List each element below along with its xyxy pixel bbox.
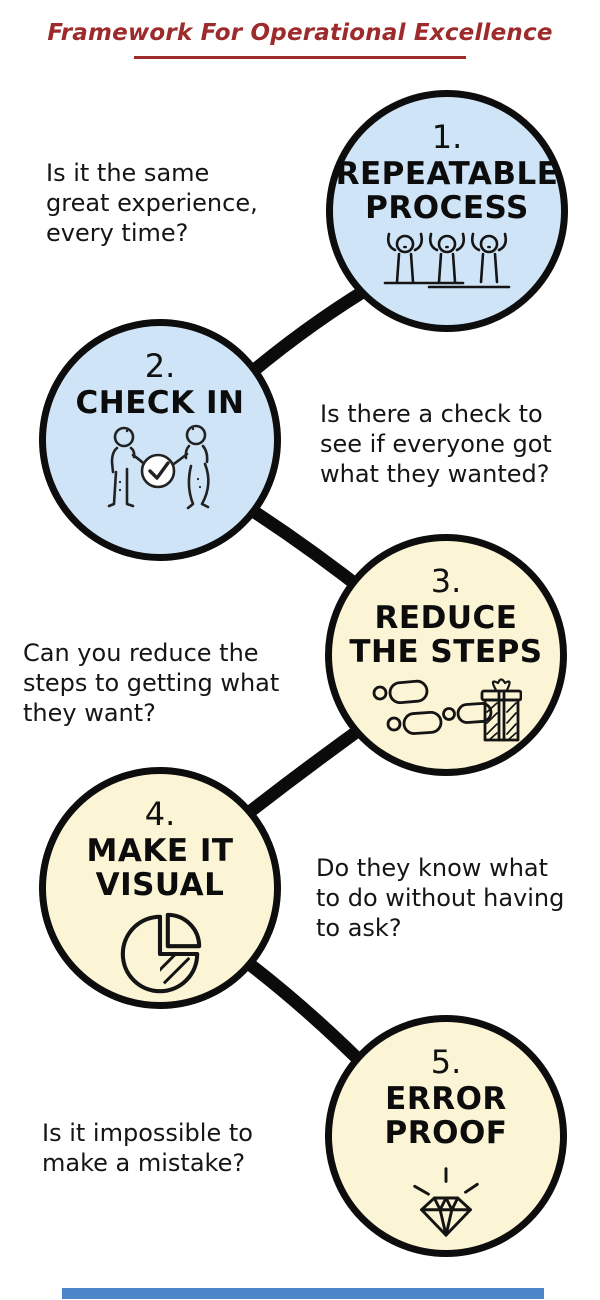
step-number: 4. (144, 795, 176, 833)
step-circle-4-make-it-visual: 4. MAKE IT VISUAL (39, 767, 281, 1009)
question-text-5: Is it impossible to make a mistake? (42, 1119, 253, 1178)
footsteps-gift-icon (370, 676, 522, 746)
step-number: 3. (430, 562, 462, 600)
step-label: REDUCE THE STEPS (349, 599, 543, 671)
step-circle-2-check-in: 2. CHECK IN (39, 319, 281, 561)
step-circle-5-error-proof: 5. ERROR PROOF (325, 1015, 567, 1257)
step-circle-3-reduce-the-steps: 3. REDUCE THE STEPS (325, 534, 567, 776)
question-text-3: Can you reduce the steps to getting what… (23, 639, 280, 728)
step-label: REPEATABLE PROCESS (335, 155, 559, 227)
question-text-4: Do they know what to do without having t… (316, 854, 565, 943)
footer-accent-bar (62, 1288, 544, 1299)
step-circle-1-repeatable-process: 1. REPEATABLE PROCESS (326, 90, 568, 332)
title-underline (134, 56, 466, 59)
diamond-icon (394, 1157, 498, 1241)
step-label: MAKE IT VISUAL (86, 832, 234, 904)
page-title: Framework For Operational Excellence (47, 20, 553, 46)
step-label: ERROR PROOF (384, 1080, 508, 1152)
cheering-people-icon (381, 232, 513, 292)
step-number: 1. (431, 118, 463, 156)
question-text-2: Is there a check to see if everyone got … (320, 400, 552, 489)
handshake-check-icon (99, 424, 221, 524)
step-label: CHECK IN (75, 384, 245, 421)
step-number: 5. (430, 1043, 462, 1081)
pie-chart-icon (115, 909, 205, 999)
step-number: 2. (144, 347, 176, 385)
question-text-1: Is it the same great experience, every t… (46, 159, 258, 248)
